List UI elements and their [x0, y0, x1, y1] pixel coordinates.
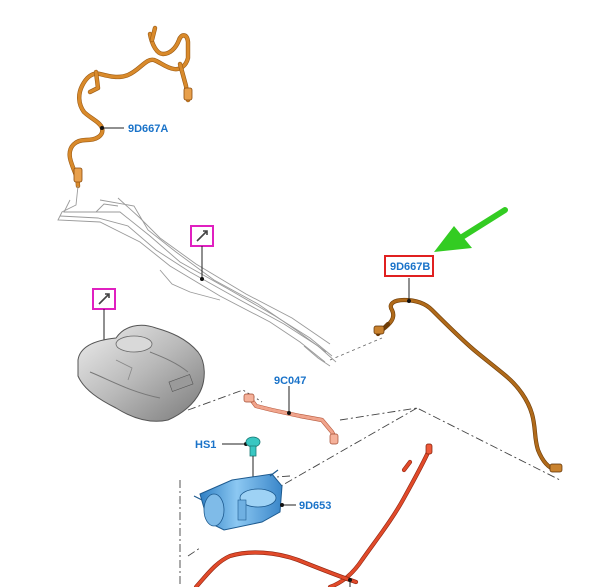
callout-9d667a-label: 9D667A: [128, 123, 168, 135]
callout-9d653[interactable]: 9D653: [299, 500, 331, 512]
callout-9d667a[interactable]: 9D667A: [100, 123, 168, 135]
callout-9d653-label: 9D653: [299, 500, 331, 512]
reference-box-lower[interactable]: [92, 288, 116, 348]
fuel-line-bundle: [57, 185, 337, 367]
fuel-tank: [77, 324, 205, 422]
hose-9d667b: [373, 278, 563, 473]
callout-9c047-label: 9C047: [274, 375, 306, 387]
edit-reference-icon: [98, 293, 110, 305]
reference-box-upper[interactable]: [190, 225, 214, 281]
callout-9d667b-label: 9D667B: [390, 261, 430, 273]
callout-hs1[interactable]: HS1: [195, 439, 216, 451]
callout-hs1-label: HS1: [195, 439, 216, 451]
callout-9c047[interactable]: 9C047: [274, 375, 306, 387]
hose-9c047: [243, 386, 339, 445]
pointer-arrow-icon: [434, 207, 508, 252]
callout-9d667b[interactable]: 9D667B: [384, 255, 434, 277]
canister-9d653: [193, 469, 296, 531]
hose-red: [193, 443, 433, 587]
hose-9d667a: [67, 25, 193, 189]
edit-reference-icon: [196, 230, 208, 242]
